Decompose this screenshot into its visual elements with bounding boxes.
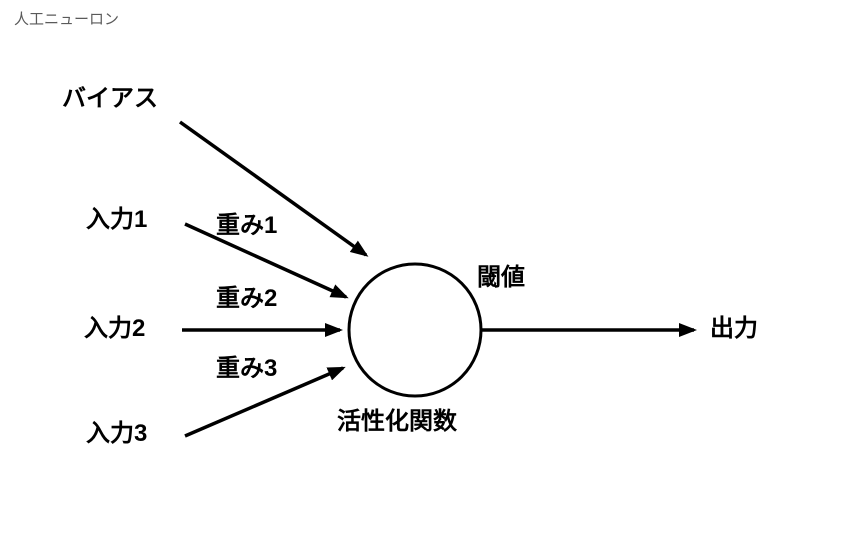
output-label: 出力: [710, 315, 758, 342]
page-title: 人工ニューロン: [14, 11, 120, 28]
input1-label: 入力1: [86, 206, 148, 233]
threshold-label: 閾値: [477, 264, 525, 291]
input3-label: 入力3: [86, 420, 148, 447]
input3-arrow: [184, 366, 346, 438]
input2-label: 入力2: [84, 315, 146, 342]
neuron-circle: [347, 262, 483, 398]
input1-arrow: [184, 222, 349, 299]
weight3-label: 重み3: [216, 355, 278, 382]
bias-arrow: [178, 120, 369, 257]
weight2-label: 重み2: [216, 285, 278, 312]
weight1-label: 重み1: [216, 212, 278, 239]
activation-function-label: 活性化関数: [337, 408, 457, 435]
bias-label: バイアス: [62, 85, 158, 112]
